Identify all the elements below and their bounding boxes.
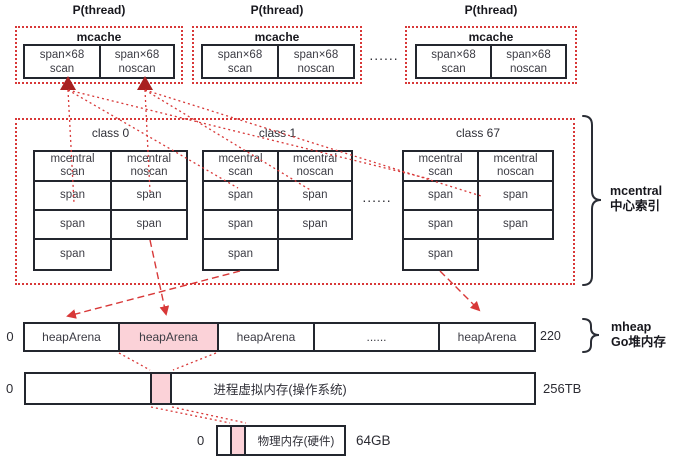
span-cell: span — [277, 180, 353, 211]
span-cell: span — [202, 238, 279, 271]
heap-arena-ellipsis-cell: ...... — [315, 324, 440, 350]
mcache-scan-cell-1: span×68 scan — [23, 44, 101, 79]
mcache-noscan-cell-3: span×68 noscan — [490, 44, 567, 79]
span-cell: span — [33, 238, 112, 271]
mcentral-scan-header: mcentral scan — [202, 150, 279, 182]
mcentral-noscan-header: mcentral noscan — [277, 150, 353, 182]
heap-arena-cell: heapArena — [219, 324, 315, 350]
heap-row-right-label: 220 — [540, 329, 561, 343]
span-cell: span — [277, 209, 353, 240]
class-67-label: class 67 — [455, 126, 501, 140]
class-67-noscan-column: mcentral noscan span span — [477, 150, 554, 240]
pthread-ellipsis: ...... — [369, 47, 399, 63]
class-1-label: class 1 — [258, 126, 297, 140]
mcache-table-1: span×68 scan span×68 noscan — [23, 44, 175, 79]
mcentral-scan-header: mcentral scan — [402, 150, 479, 182]
physical-memory-label: 物理内存(硬件) — [257, 435, 335, 448]
heap-arena-cell-highlight: heapArena — [120, 324, 219, 350]
mcentral-brace — [582, 115, 602, 286]
heap-arena-cell: heapArena — [25, 324, 120, 350]
mcentral-brace-subtitle: 中心索引 — [610, 198, 661, 213]
span-cell: span — [477, 209, 554, 240]
mheap-brace-label: mheap Go堆内存 — [611, 320, 666, 349]
virtual-memory-label: 进程虚拟内存(操作系统) — [213, 383, 347, 397]
mcentral-brace-label: mcentral 中心索引 — [610, 184, 662, 213]
heap-row-left-label: 0 — [6, 329, 14, 344]
mcache-label-3: mcache — [468, 30, 514, 44]
mcache-noscan-cell-1: span×68 noscan — [99, 44, 175, 79]
heap-arena-cell: heapArena — [457, 330, 517, 344]
span-cell: span — [33, 209, 112, 240]
span-cell: span — [477, 180, 554, 211]
span-cell: span — [202, 180, 279, 211]
span-cell: span — [110, 209, 188, 240]
mcache-box-2: mcache — [192, 26, 362, 84]
virtual-memory-highlight-segment — [150, 374, 172, 403]
span-cell: span — [402, 209, 479, 240]
mheap-brace — [582, 318, 600, 353]
span-cell: span — [33, 180, 112, 211]
pthread-title-2: P(thread) — [250, 3, 304, 17]
virtual-memory-right-label: 256TB — [543, 381, 582, 396]
pthread-title-1: P(thread) — [72, 3, 126, 17]
virtual-memory-left-label: 0 — [6, 381, 14, 396]
virtual-memory-bar — [24, 372, 536, 405]
mcache-scan-cell-3: span×68 scan — [415, 44, 492, 79]
heaparena-to-virtual-link — [118, 352, 151, 371]
heaparena-to-virtual-link — [172, 352, 217, 371]
physical-memory-left-label: 0 — [197, 433, 205, 448]
mcache-box-3: mcache — [405, 26, 577, 84]
mcentral-scan-header: mcentral scan — [33, 150, 112, 182]
span-cell: span — [402, 180, 479, 211]
pthread-title-3: P(thread) — [464, 3, 518, 17]
class-1-noscan-column: mcentral noscan span span — [277, 150, 353, 240]
mcentral-ellipsis: ...... — [362, 189, 392, 205]
mcentral-brace-title: mcentral — [610, 184, 663, 198]
class-0-scan-column: mcentral scan span span span — [33, 150, 112, 271]
mcache-table-2: span×68 scan span×68 noscan — [201, 44, 355, 79]
mcentral-noscan-header: mcentral noscan — [110, 150, 188, 182]
mcache-box-1: mcache — [15, 26, 183, 84]
class-0-noscan-column: mcentral noscan span span — [110, 150, 188, 240]
physical-memory-right-label: 64GB — [356, 433, 391, 448]
class-0-label: class 0 — [91, 126, 130, 140]
virtual-to-physical-link — [150, 406, 231, 424]
class-67-scan-column: mcentral scan span span span — [402, 150, 479, 271]
mcentral-noscan-header: mcentral noscan — [477, 150, 554, 182]
span-cell: span — [110, 180, 188, 211]
mcache-scan-cell-2: span×68 scan — [201, 44, 279, 79]
span-cell: span — [202, 209, 279, 240]
virtual-to-physical-link — [171, 406, 247, 424]
mcache-noscan-cell-2: span×68 noscan — [277, 44, 355, 79]
mcache-label-1: mcache — [76, 30, 122, 44]
mheap-brace-title: mheap — [611, 320, 652, 334]
mcache-table-3: span×68 scan span×68 noscan — [415, 44, 567, 79]
mcache-label-2: mcache — [254, 30, 300, 44]
class-1-scan-column: mcentral scan span span span — [202, 150, 279, 271]
mheap-brace-subtitle: Go堆内存 — [611, 334, 666, 349]
span-cell: span — [402, 238, 479, 271]
physical-memory-highlight-segment — [230, 427, 246, 454]
heap-arena-row: heapArena heapArena heapArena ...... hea… — [23, 322, 536, 352]
